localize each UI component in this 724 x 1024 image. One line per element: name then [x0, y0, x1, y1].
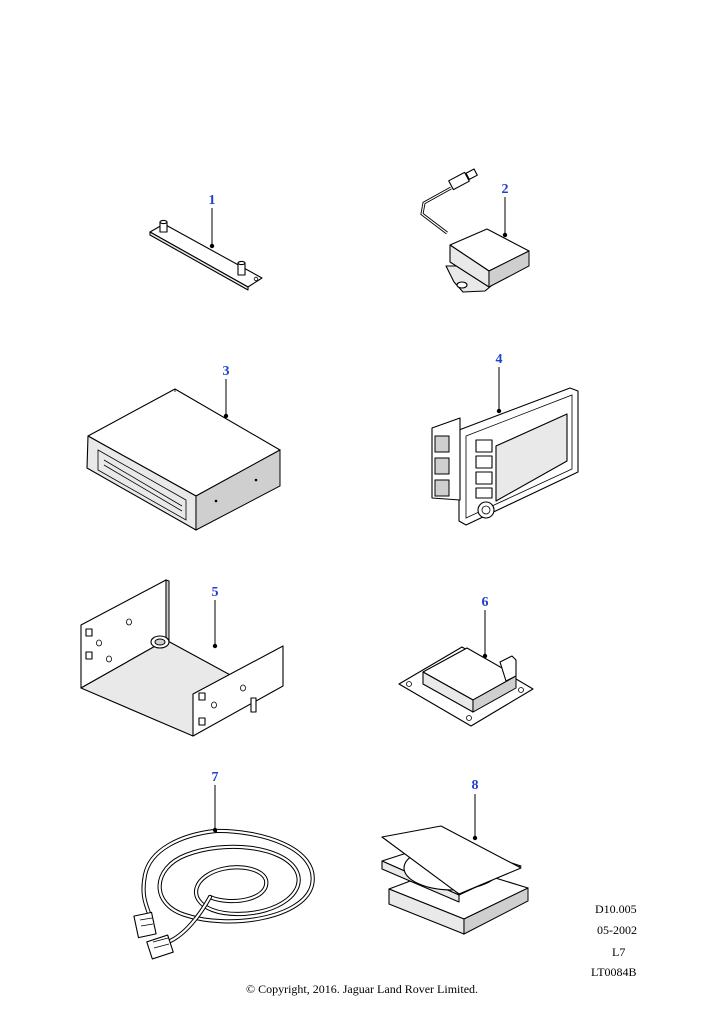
part-1-bracket-plate: [149, 208, 263, 291]
callout-3[interactable]: 3: [222, 364, 230, 379]
illustration-id: LT0084B: [591, 965, 637, 979]
copyright-notice: © Copyright, 2016. Jaguar Land Rover Lim…: [245, 982, 479, 996]
part-5-mounting-bracket: [80, 579, 284, 737]
reference-code: D10.005: [595, 902, 637, 916]
callout-7[interactable]: 7: [211, 770, 219, 785]
callout-2[interactable]: 2: [501, 182, 509, 197]
callout-6[interactable]: 6: [481, 595, 489, 610]
callout-8[interactable]: 8: [471, 778, 479, 793]
part-4-display-head-unit: [431, 367, 579, 526]
part-2-antenna-module: [420, 168, 530, 293]
reference-date: 05-2002: [597, 923, 637, 937]
callout-5[interactable]: 5: [211, 585, 219, 600]
part-6-control-module: [398, 610, 534, 727]
part-8-navigation-disc: [381, 794, 529, 935]
callout-4[interactable]: 4: [495, 352, 503, 367]
callout-1[interactable]: 1: [208, 193, 216, 208]
part-7-wiring-harness: [133, 785, 315, 960]
part-3-drive-unit: [86, 379, 281, 531]
reference-level: L7: [612, 945, 626, 959]
